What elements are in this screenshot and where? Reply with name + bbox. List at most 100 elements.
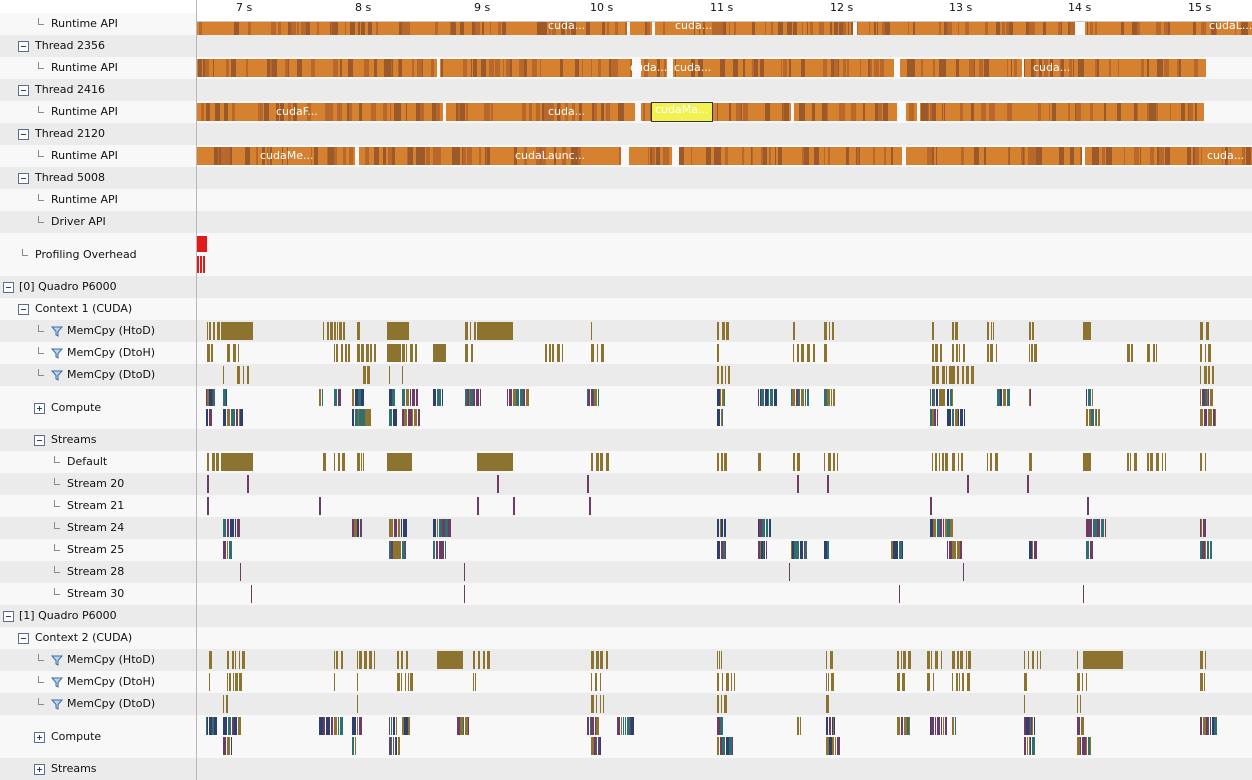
activity-bar[interactable] xyxy=(1210,717,1211,735)
activity-bar[interactable] xyxy=(824,541,827,559)
activity-bar[interactable] xyxy=(207,322,208,340)
activity-bar[interactable] xyxy=(721,651,722,669)
activity-bar[interactable] xyxy=(357,717,358,735)
activity-bar[interactable] xyxy=(364,651,367,669)
activity-bar[interactable] xyxy=(437,519,438,537)
activity-bar[interactable] xyxy=(339,322,342,340)
activity-bar[interactable] xyxy=(927,673,930,691)
activity-bar[interactable] xyxy=(398,737,400,755)
activity-bar[interactable] xyxy=(1200,717,1202,735)
activity-bar[interactable] xyxy=(807,344,810,362)
tree-row-compute[interactable]: Compute xyxy=(0,386,196,429)
activity-bar[interactable] xyxy=(341,651,343,669)
activity-bar[interactable] xyxy=(971,366,974,384)
activity-bar[interactable] xyxy=(410,344,413,362)
activity-bar[interactable] xyxy=(797,344,799,362)
activity-bar[interactable] xyxy=(390,519,393,537)
activity-bar[interactable] xyxy=(1105,519,1106,537)
activity-bar[interactable] xyxy=(507,389,508,406)
activity-bar[interactable] xyxy=(766,541,767,559)
activity-bar[interactable] xyxy=(936,389,938,406)
activity-bar[interactable] xyxy=(352,409,354,426)
activity-bar[interactable] xyxy=(597,717,599,735)
activity-bar[interactable] xyxy=(235,651,236,669)
activity-bar[interactable] xyxy=(794,541,796,559)
activity-bar[interactable] xyxy=(243,366,244,384)
activity-bar[interactable] xyxy=(239,651,240,669)
activity-bar[interactable] xyxy=(437,651,463,669)
activity-bar[interactable] xyxy=(209,409,212,426)
activity-bar[interactable] xyxy=(717,651,718,669)
activity-bar[interactable] xyxy=(342,453,345,471)
api-call-bar[interactable] xyxy=(673,59,894,77)
activity-bar[interactable] xyxy=(361,344,364,362)
activity-bar[interactable] xyxy=(801,344,804,362)
activity-bar[interactable] xyxy=(828,737,829,755)
activity-bar[interactable] xyxy=(601,344,604,362)
api-call-bar[interactable] xyxy=(440,59,632,77)
activity-bar[interactable] xyxy=(719,651,720,669)
activity-bar[interactable] xyxy=(966,651,967,669)
activity-bar[interactable] xyxy=(831,673,834,691)
activity-bar[interactable] xyxy=(251,585,252,603)
activity-bar[interactable] xyxy=(1003,389,1006,406)
activity-bar[interactable] xyxy=(724,389,725,406)
activity-bar[interactable] xyxy=(1205,344,1206,362)
activity-bar[interactable] xyxy=(720,717,723,735)
activity-bar[interactable] xyxy=(962,366,964,384)
activity-bar[interactable] xyxy=(227,673,228,691)
activity-bar[interactable] xyxy=(993,322,994,340)
activity-bar[interactable] xyxy=(322,389,323,406)
activity-bar[interactable] xyxy=(227,519,228,537)
activity-bar[interactable] xyxy=(1090,541,1093,559)
expand-icon[interactable] xyxy=(34,403,45,414)
activity-bar[interactable] xyxy=(1024,651,1025,669)
activity-bar[interactable] xyxy=(826,651,827,669)
activity-bar[interactable] xyxy=(1096,409,1097,426)
activity-bar[interactable] xyxy=(1206,717,1208,735)
activity-bar[interactable] xyxy=(396,541,399,559)
activity-bar[interactable] xyxy=(901,651,902,669)
activity-bar[interactable] xyxy=(758,453,761,471)
tree-row-streams[interactable]: Streams xyxy=(0,758,196,780)
activity-bar[interactable] xyxy=(341,344,343,362)
activity-bar[interactable] xyxy=(338,389,340,406)
tree-row-memcpy-htod[interactable]: MemCpy (HtoD) xyxy=(0,649,196,671)
activity-bar[interactable] xyxy=(763,541,764,559)
activity-bar[interactable] xyxy=(369,651,372,669)
activity-bar[interactable] xyxy=(1030,737,1031,755)
activity-bar[interactable] xyxy=(397,673,400,691)
activity-bar[interactable] xyxy=(797,453,800,471)
activity-bar[interactable] xyxy=(722,673,723,691)
activity-bar[interactable] xyxy=(359,409,362,426)
filter-icon[interactable] xyxy=(50,699,64,710)
activity-bar[interactable] xyxy=(1027,737,1028,755)
activity-bar[interactable] xyxy=(1077,717,1080,735)
activity-bar[interactable] xyxy=(402,366,403,384)
activity-bar[interactable] xyxy=(232,651,234,669)
activity-bar[interactable] xyxy=(952,322,954,340)
activity-bar[interactable] xyxy=(319,717,321,735)
activity-bar[interactable] xyxy=(591,673,592,691)
activity-bar[interactable] xyxy=(209,717,212,735)
activity-bar[interactable] xyxy=(327,322,329,340)
timeline-canvas[interactable]: cuda...cuda...cudaL...cuda...cuda...cuda… xyxy=(197,0,1252,780)
activity-bar[interactable] xyxy=(331,717,333,735)
activity-bar[interactable] xyxy=(1204,366,1207,384)
tree-row-compute[interactable]: Compute xyxy=(0,715,196,758)
activity-bar[interactable] xyxy=(724,519,726,537)
activity-bar[interactable] xyxy=(797,717,799,735)
activity-bar[interactable] xyxy=(409,453,412,471)
activity-bar[interactable] xyxy=(939,453,940,471)
expand-icon[interactable] xyxy=(34,732,45,743)
activity-bar[interactable] xyxy=(387,322,409,340)
activity-bar[interactable] xyxy=(348,344,350,362)
activity-bar[interactable] xyxy=(338,453,340,471)
activity-bar[interactable] xyxy=(717,344,719,362)
activity-bar[interactable] xyxy=(232,519,234,537)
activity-bar[interactable] xyxy=(593,389,594,406)
activity-bar[interactable] xyxy=(587,717,589,735)
activity-bar[interactable] xyxy=(933,519,936,537)
activity-bar[interactable] xyxy=(410,673,413,691)
activity-bar[interactable] xyxy=(824,453,825,471)
